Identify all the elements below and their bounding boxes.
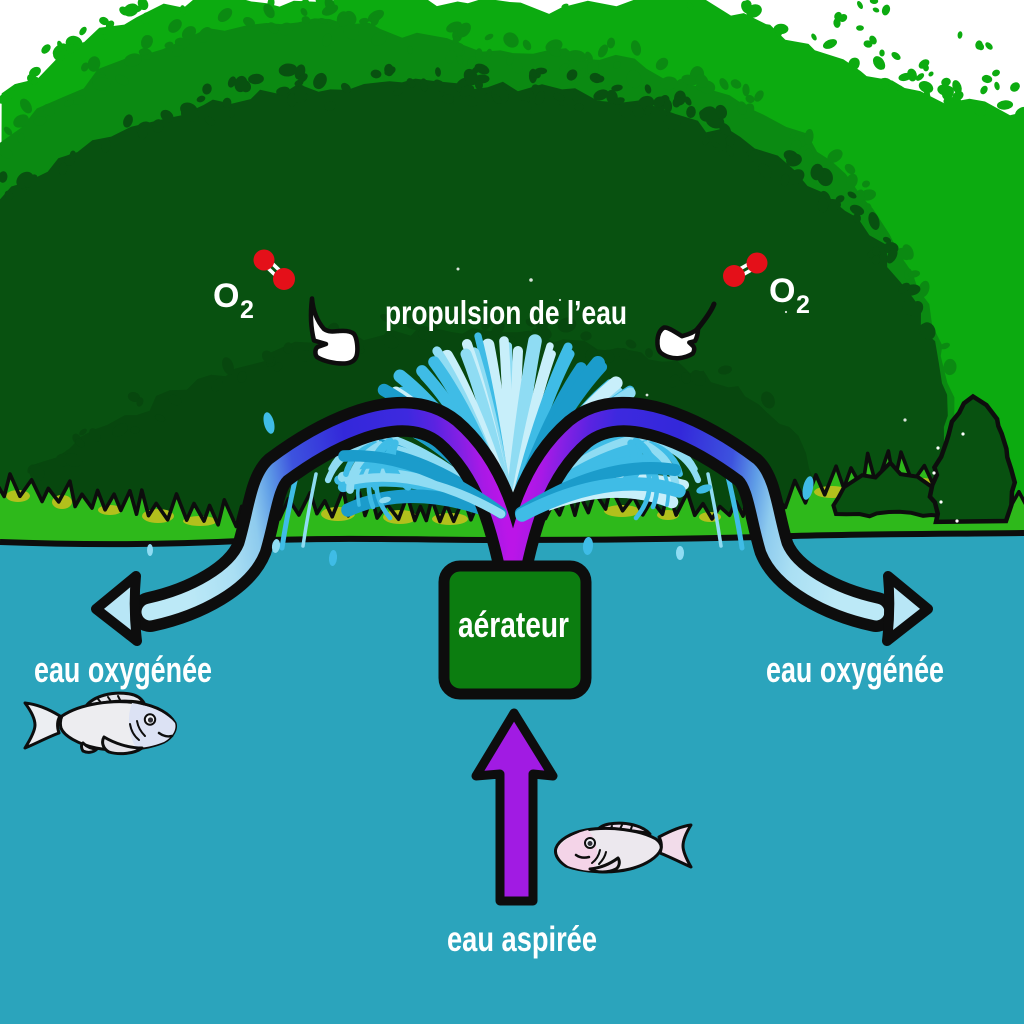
svg-text:propulsion de l’eau: propulsion de l’eau xyxy=(385,294,627,331)
svg-text:aérateur: aérateur xyxy=(458,604,569,645)
svg-text:O: O xyxy=(213,277,239,315)
svg-text:eau oxygénée: eau oxygénée xyxy=(766,649,944,690)
svg-text:eau oxygénée: eau oxygénée xyxy=(34,649,212,690)
svg-text:2: 2 xyxy=(796,291,810,319)
svg-text:2: 2 xyxy=(240,296,254,324)
svg-text:O: O xyxy=(769,272,795,310)
svg-text:eau aspirée: eau aspirée xyxy=(447,920,597,959)
